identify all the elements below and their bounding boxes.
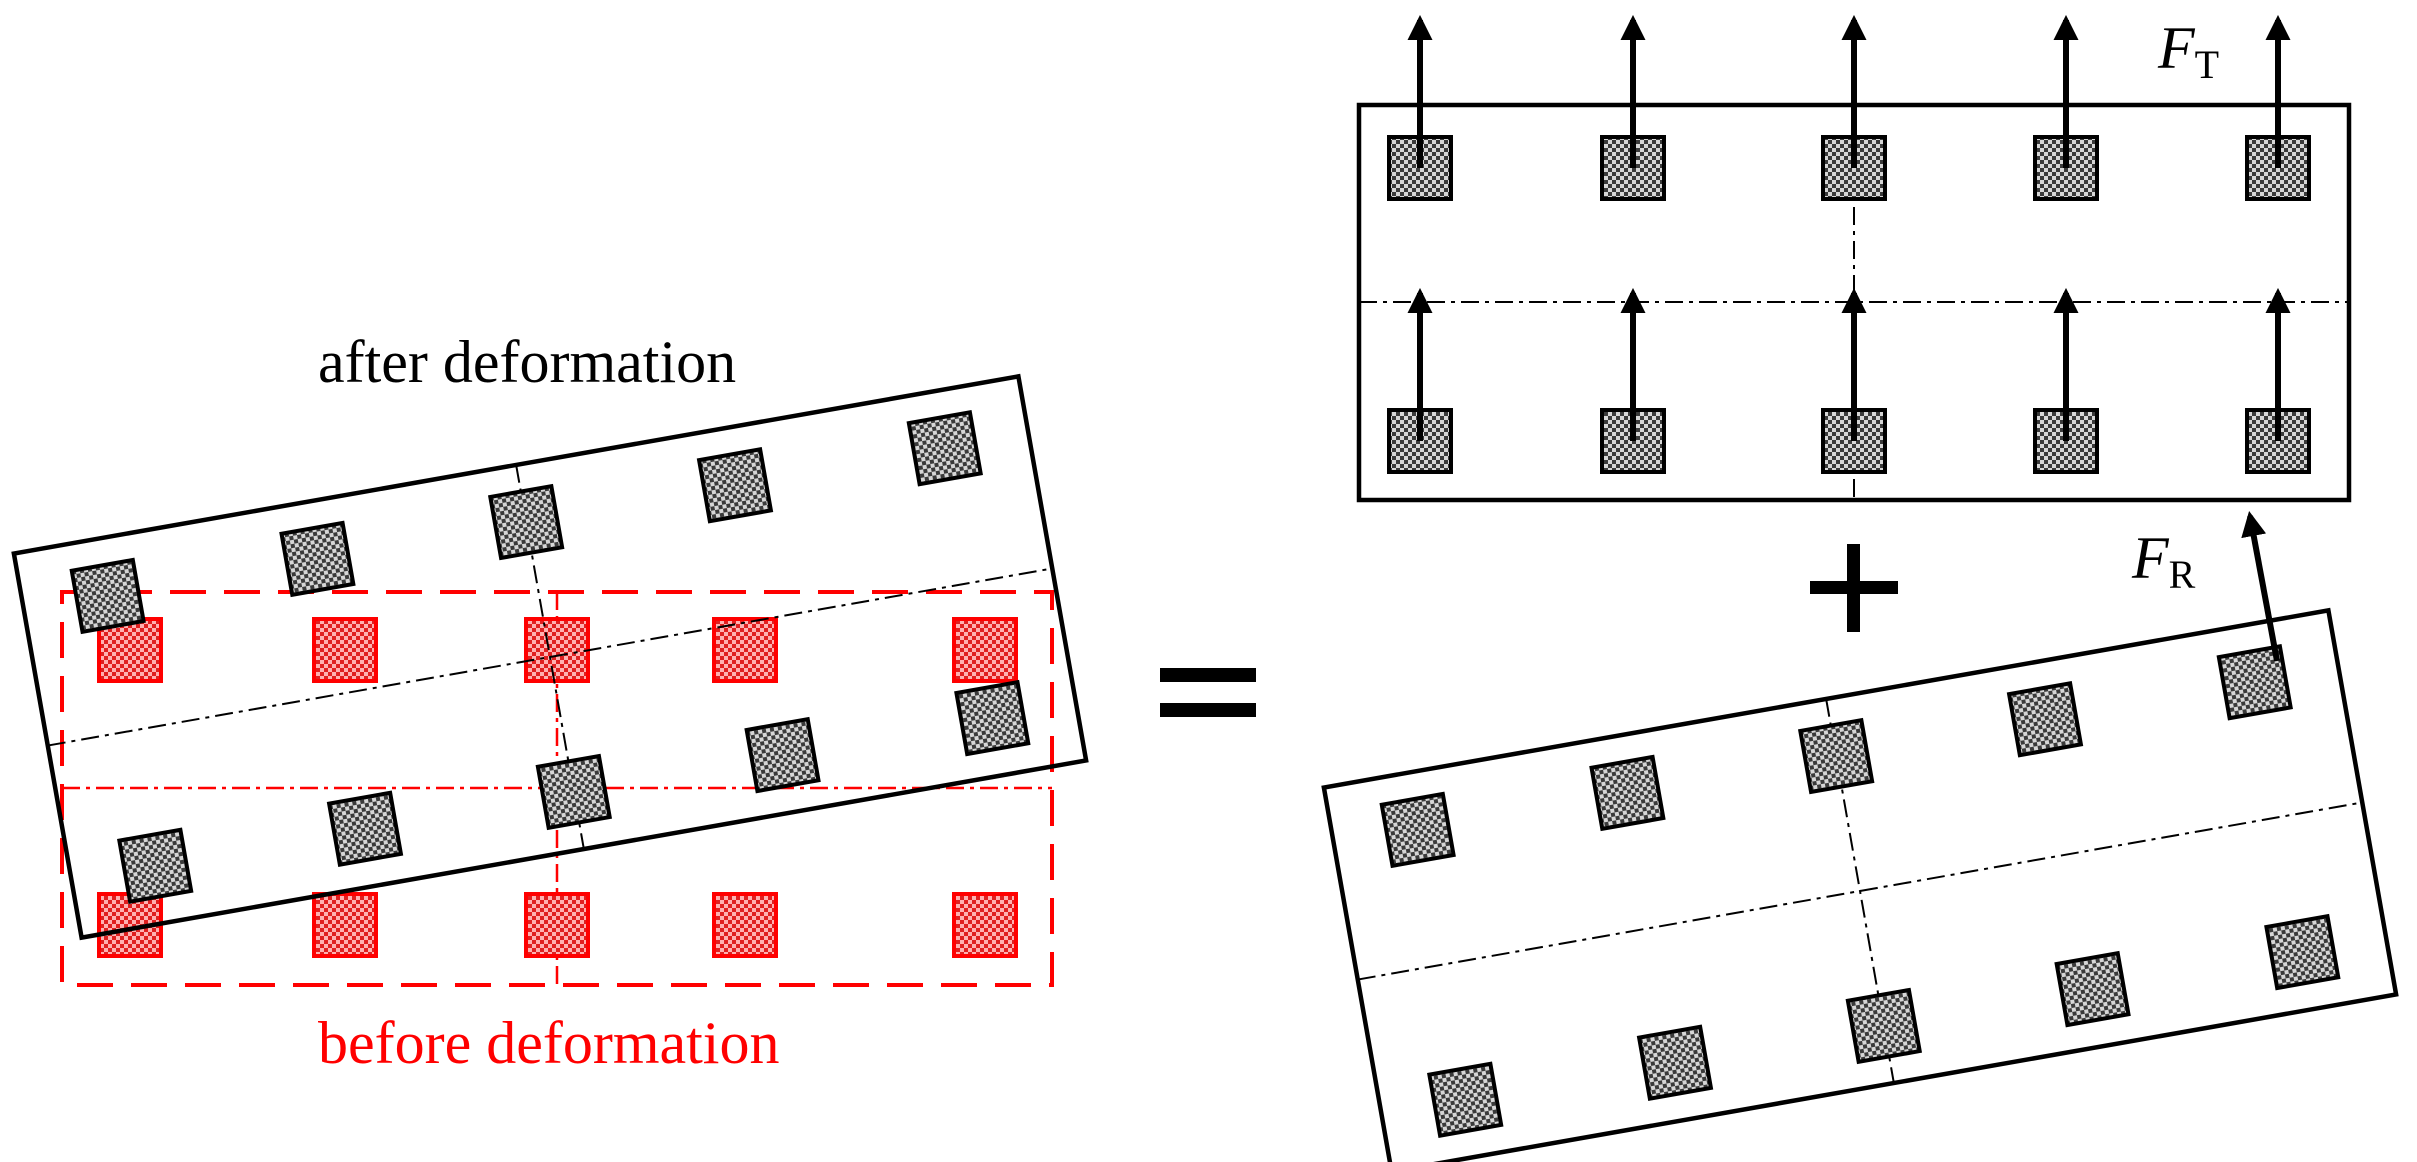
- before-node-icon: [524, 617, 590, 683]
- after-deformation-label: after deformation: [318, 329, 736, 395]
- rotation-node-icon: [1427, 1061, 1504, 1138]
- rotation-node-icon: [2216, 644, 2293, 721]
- rotation-node-icon: [1845, 987, 1923, 1065]
- after-node-icon: [117, 827, 194, 904]
- after-node-icon: [696, 447, 774, 524]
- fr-label: FR: [2131, 525, 2196, 597]
- after-node-icon: [326, 790, 404, 867]
- translation-node-group: [1387, 135, 2311, 474]
- before-node-icon: [312, 617, 378, 683]
- after-node-icon: [69, 557, 146, 635]
- before-node-icon: [312, 892, 378, 958]
- rotation-node-icon: [2006, 681, 2084, 758]
- before-node-icon: [712, 617, 778, 683]
- after-node-icon: [954, 679, 1031, 757]
- rotation-component-group: [1321, 607, 2399, 1162]
- before-node-icon: [524, 892, 590, 958]
- translation-component-group: [1356, 14, 2352, 503]
- ft-label: FT: [2157, 15, 2219, 87]
- rotation-node-icon: [1379, 791, 1456, 869]
- rotation-node-icon: [1589, 754, 1666, 832]
- after-centerline-vertical: [515, 464, 585, 850]
- rotation-centerline-vertical: [1825, 698, 1895, 1084]
- after-node-icon: [535, 753, 613, 831]
- after-node-icon: [906, 410, 983, 487]
- before-node-icon: [712, 892, 778, 958]
- rotation-node-icon: [1797, 717, 1875, 795]
- after-node-icon: [487, 483, 565, 561]
- before-node-icon: [952, 617, 1018, 683]
- equals-sign: [1160, 668, 1256, 717]
- rotation-node-group: [1379, 644, 2341, 1138]
- before-node-icon: [952, 892, 1018, 958]
- before-deformation-label: before deformation: [318, 1010, 779, 1076]
- rotation-node-icon: [2054, 950, 2131, 1028]
- after-deformation-group: [11, 373, 1089, 941]
- rotation-node-icon: [2264, 913, 2341, 991]
- fr-force-arrow: [2241, 511, 2280, 662]
- after-node-icon: [744, 716, 821, 794]
- translation-arrow-group: [1407, 14, 2291, 441]
- after-node-group: [69, 410, 1031, 904]
- plus-sign: [1810, 544, 1898, 632]
- after-node-icon: [279, 520, 356, 598]
- rotation-node-icon: [1636, 1024, 1714, 1101]
